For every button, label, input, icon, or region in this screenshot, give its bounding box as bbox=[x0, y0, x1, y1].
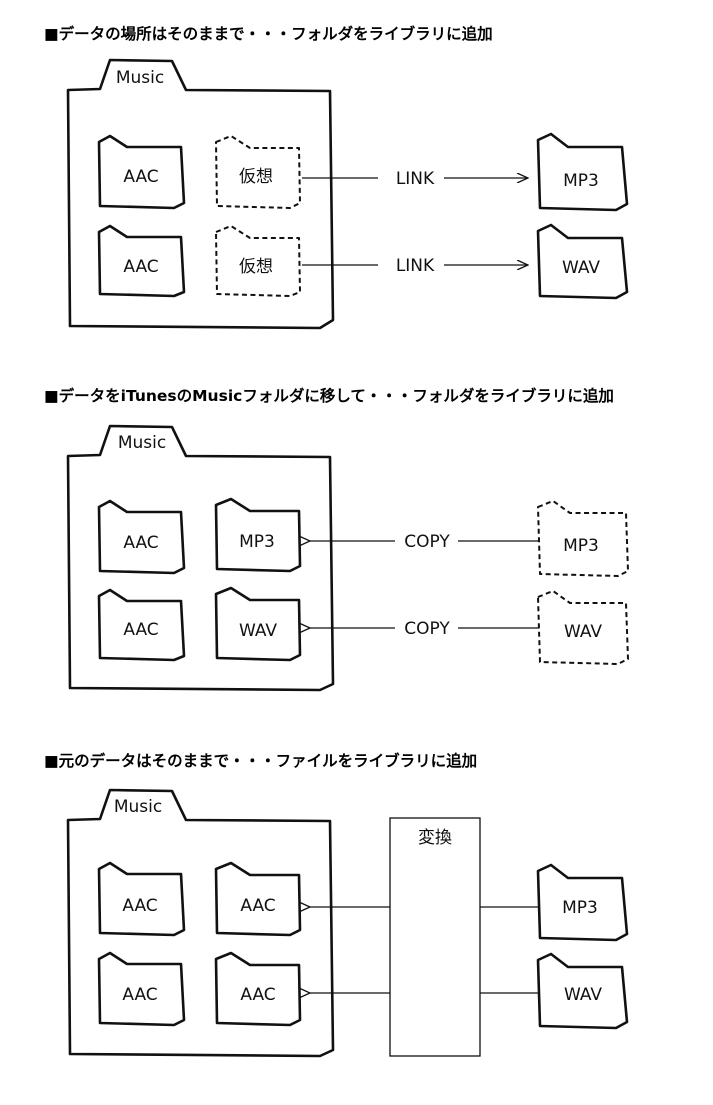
folder-aac-2: AAC bbox=[214, 861, 302, 937]
folder-mp3-copied: MP3 bbox=[214, 497, 302, 573]
svg-text:AAC: AAC bbox=[122, 985, 157, 1005]
svg-text:AAC: AAC bbox=[123, 257, 158, 277]
folder-aac-1: AAC bbox=[97, 134, 186, 210]
copy-label-1: COPY bbox=[404, 532, 450, 552]
copy-label-2: COPY bbox=[404, 619, 450, 639]
folder-wav-source: WAV bbox=[537, 590, 629, 665]
svg-text:MP3: MP3 bbox=[563, 536, 599, 556]
folder-wav: WAV bbox=[536, 952, 629, 1030]
music-folder-label: Music bbox=[118, 433, 166, 453]
svg-text:AAC: AAC bbox=[122, 896, 157, 916]
folder-aac-4: AAC bbox=[214, 951, 302, 1027]
folder-virtual-2: 仮想 bbox=[215, 225, 301, 297]
music-folder-label: Music bbox=[114, 797, 162, 817]
svg-text:AAC: AAC bbox=[123, 620, 158, 640]
section-1-heading: ■データの場所はそのままで・・・フォルダをライブラリに追加 bbox=[44, 25, 493, 43]
folder-aac-2: AAC bbox=[97, 224, 186, 298]
svg-text:MP3: MP3 bbox=[239, 532, 275, 552]
section-1-diagram: Music AAC 仮想 AAC 仮想 LINK LINK MP3 WAV bbox=[66, 58, 629, 330]
svg-text:MP3: MP3 bbox=[563, 171, 599, 191]
folder-wav-copied: WAV bbox=[214, 586, 302, 662]
svg-text:MP3: MP3 bbox=[562, 898, 598, 918]
svg-text:AAC: AAC bbox=[240, 985, 275, 1005]
folder-wav: WAV bbox=[536, 223, 629, 300]
music-folder: Music bbox=[66, 424, 335, 692]
link-label-2: LINK bbox=[396, 256, 435, 276]
folder-mp3-source: MP3 bbox=[537, 500, 629, 577]
svg-text:仮想: 仮想 bbox=[239, 257, 273, 277]
svg-text:WAV: WAV bbox=[564, 985, 602, 1005]
folder-aac-2: AAC bbox=[97, 588, 186, 662]
folder-aac-3: AAC bbox=[97, 951, 186, 1027]
section-2-heading: ■データをiTunesのMusicフォルダに移して・・・フォルダをライブラリに追… bbox=[44, 387, 614, 405]
music-folder: Music bbox=[66, 58, 335, 330]
folder-virtual-1: 仮想 bbox=[215, 135, 301, 209]
music-folder: Music bbox=[66, 788, 335, 1058]
svg-text:仮想: 仮想 bbox=[239, 167, 273, 187]
section-3-heading: ■元のデータはそのままで・・・ファイルをライブラリに追加 bbox=[44, 752, 478, 770]
section-2-diagram: Music AAC MP3 AAC WAV COPY COPY MP3 WAV bbox=[66, 424, 629, 692]
link-label-1: LINK bbox=[396, 169, 435, 189]
svg-text:AAC: AAC bbox=[123, 533, 158, 553]
svg-text:AAC: AAC bbox=[123, 167, 158, 187]
svg-text:WAV: WAV bbox=[562, 258, 600, 278]
folder-mp3: MP3 bbox=[536, 863, 629, 942]
svg-text:WAV: WAV bbox=[564, 622, 602, 642]
folder-aac-1: AAC bbox=[97, 861, 186, 937]
svg-text:WAV: WAV bbox=[239, 621, 277, 641]
folder-aac-1: AAC bbox=[97, 499, 186, 575]
music-folder-label: Music bbox=[116, 68, 164, 88]
folder-mp3: MP3 bbox=[536, 132, 629, 212]
converter-label: 変換 bbox=[418, 828, 452, 848]
converter-box: 変換 bbox=[389, 817, 481, 1057]
svg-text:AAC: AAC bbox=[240, 896, 275, 916]
